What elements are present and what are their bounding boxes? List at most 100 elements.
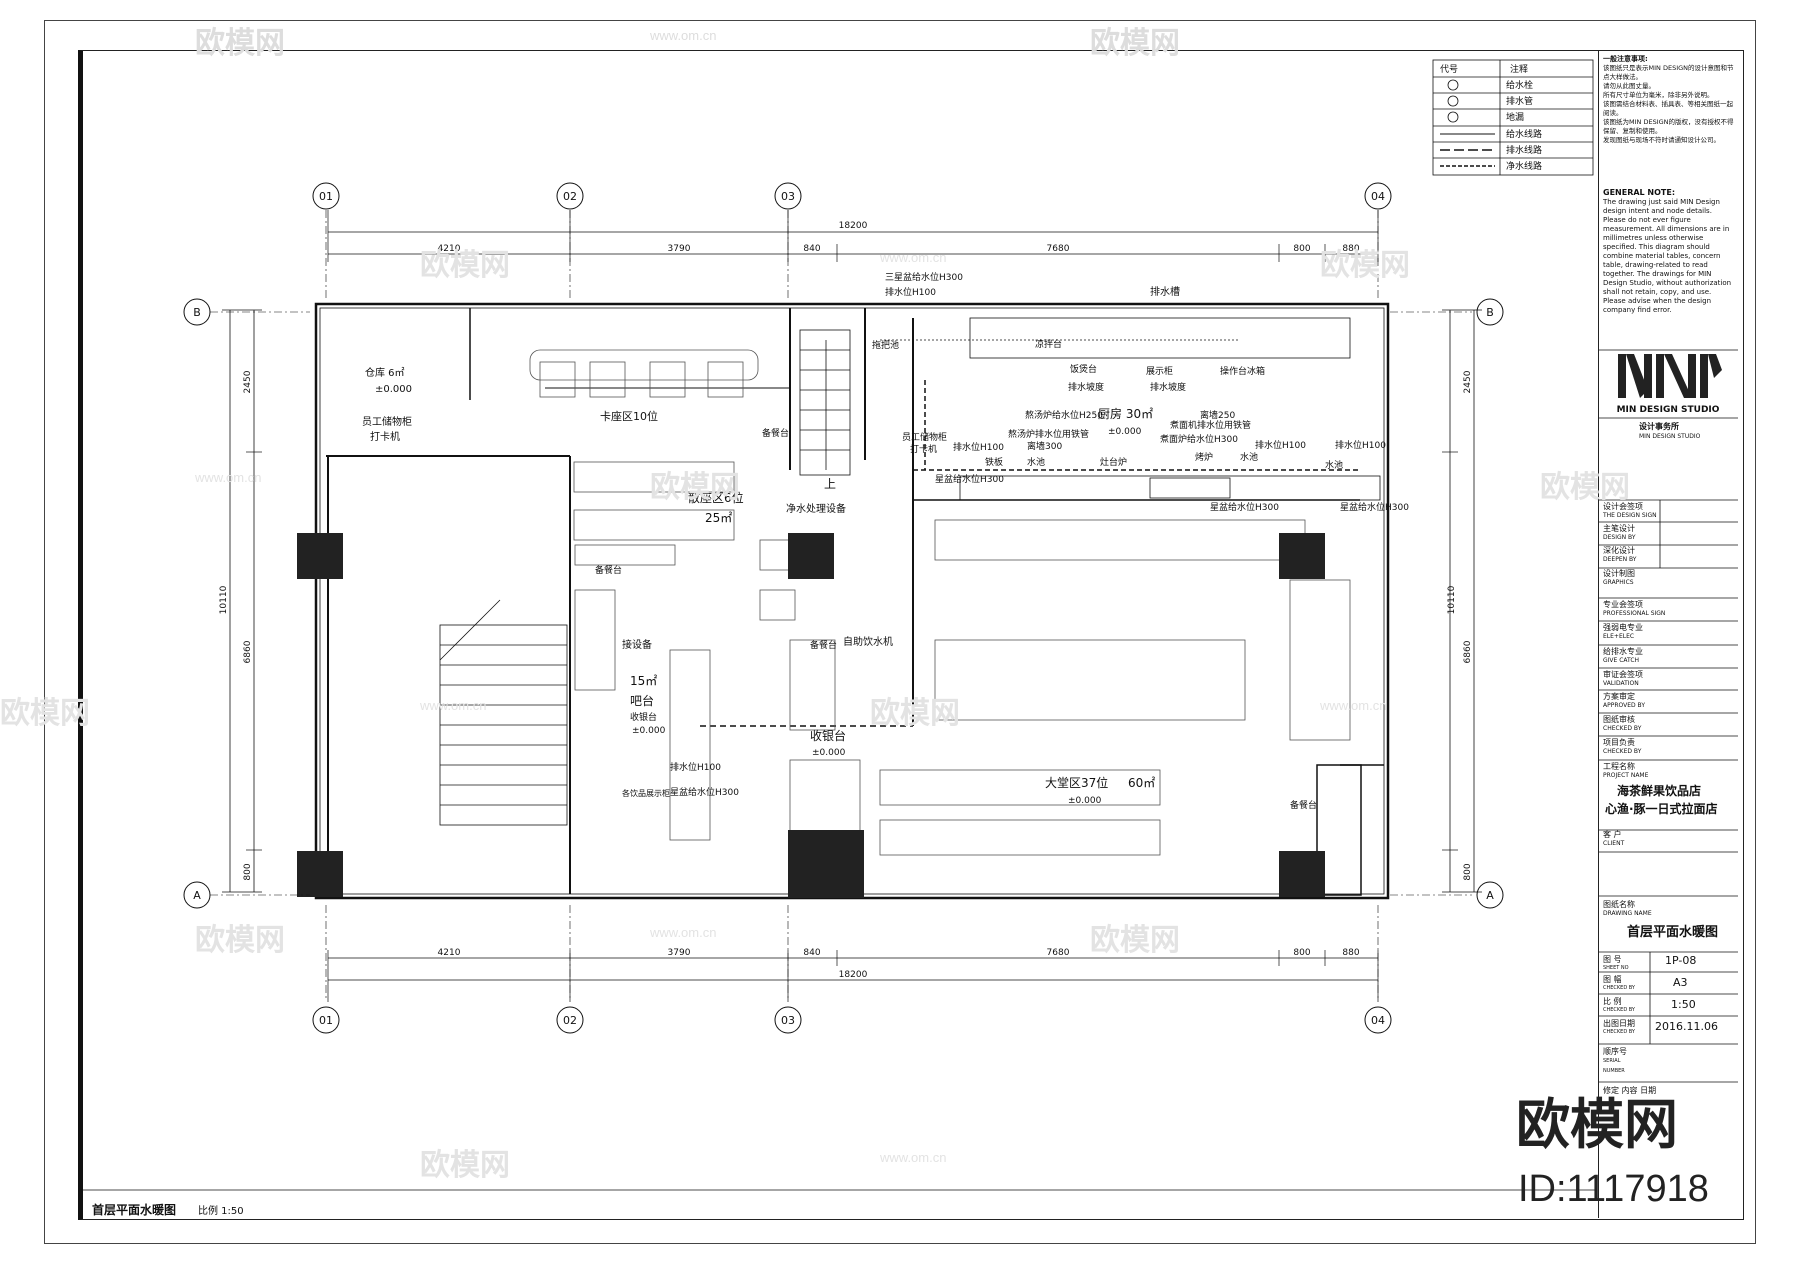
watermark-tile: www.om.cn [1320, 698, 1387, 713]
room-label: 三星盆给水位H300 [885, 271, 963, 283]
axis-label: 01 [319, 190, 333, 203]
axis-label: 03 [781, 190, 795, 203]
room-label: 排水位H100 [885, 286, 936, 298]
project-name-2: 心渔·豚一日式拉面店 [1605, 802, 1718, 816]
room-label: 打卡机 [370, 430, 400, 443]
legend-row: 排水管 [1506, 95, 1533, 107]
watermark-tile: 欧模网 [0, 697, 90, 730]
room-label: 排水坡度 [1068, 381, 1104, 393]
sheet-no-label-en: SHEET NO [1603, 965, 1629, 971]
room-label: 饭煲台 [1070, 363, 1097, 375]
building-outline [314, 302, 1390, 900]
drawing-name: 首层平面水暖图 [1627, 925, 1719, 940]
issue-date: 2016.11.06 [1655, 1020, 1718, 1033]
column [788, 830, 864, 898]
watermark-tile: 欧模网 [195, 924, 285, 957]
room-label: 水池 [1325, 459, 1343, 471]
watermark-tile: 欧模网 [1090, 27, 1180, 60]
room-label: 铁板 [985, 456, 1003, 468]
room-label: 离墙300 [1027, 440, 1062, 452]
legend-head-code: 代号 [1440, 64, 1458, 75]
watermark-tile: www.om.cn [420, 698, 487, 713]
watermark-tile: 欧模网 [420, 1149, 510, 1182]
axis-label: A [193, 889, 201, 902]
column [297, 533, 343, 579]
dim-total: 18200 [839, 970, 868, 980]
room-label: 备餐台 [1290, 799, 1317, 811]
room-label: 操作台冰箱 [1220, 365, 1265, 377]
scale-label-en: CHECKED BY [1603, 1007, 1635, 1013]
room-label: 备餐台 [810, 639, 837, 651]
room-level: ±0.000 [632, 726, 666, 736]
room-level: ±0.000 [1108, 427, 1142, 437]
dim: 800 [1293, 948, 1310, 958]
legend-row: 地漏 [1506, 111, 1524, 123]
room-label: 熬汤炉给水位H250 [1025, 409, 1103, 421]
room-label: 大堂区37位 [1045, 775, 1108, 790]
firm-logo [1618, 354, 1722, 398]
room-label: 排水槽 [1150, 285, 1180, 298]
watermark-tile: 欧模网 [1320, 249, 1410, 282]
axis-label: A [1486, 889, 1494, 902]
firm-name-cn: 设计事务所 [1639, 422, 1679, 431]
scale-value: 1:50 [1671, 998, 1696, 1011]
graphics: 设计制图 [1603, 569, 1635, 578]
validation-en: VALIDATION [1603, 680, 1639, 687]
room-label: 净水处理设备 [786, 502, 846, 515]
watermark-tile: www.om.cn [650, 925, 717, 940]
room-label: 煮面炉给水位H300 [1160, 433, 1238, 445]
sheet-no: 1P-08 [1665, 954, 1697, 967]
dim-total: 18200 [839, 221, 868, 231]
notes-en: The drawing just said MIN Design design … [1603, 198, 1732, 314]
dim: 10110 [219, 585, 229, 614]
dim: 2450 [243, 370, 253, 393]
room-label: 员工储物柜 [902, 431, 947, 443]
room-label: 厨房 30㎡ [1098, 406, 1153, 421]
legend-row: 排水线路 [1506, 144, 1542, 156]
project-name-1: 海茶鲜果饮品店 [1617, 784, 1702, 798]
room-label: 排水位H100 [1255, 439, 1306, 451]
watermark-tile: www.om.cn [195, 470, 262, 485]
room-label: 员工储物柜 [362, 415, 412, 428]
room-label: 星盆给水位H300 [1340, 501, 1409, 513]
project-lead: 项目负责 [1603, 738, 1635, 747]
watermark-tile: 欧模网 [1090, 924, 1180, 957]
serial-label-en: SERIAL NUMBER [1603, 1058, 1625, 1074]
pro-sign-en: PROFESSIONAL SIGN [1603, 610, 1666, 617]
room-label: 水池 [1027, 456, 1045, 468]
column [1279, 851, 1325, 897]
axis-label: 01 [319, 1014, 333, 1027]
legend-row: 净水线路 [1506, 160, 1542, 172]
drawing-name-label: 图纸名称 [1603, 900, 1635, 909]
watermark-tile: www.om.cn [880, 1150, 947, 1165]
axis-label: 04 [1371, 190, 1385, 203]
room-level: ±0.000 [812, 748, 846, 758]
room-label: 自助饮水机 [843, 635, 893, 648]
watermark-brand: 欧模网 [1516, 1095, 1678, 1155]
checked-en: CHECKED BY [1603, 725, 1642, 732]
column [788, 533, 834, 579]
validation: 审证会签项 [1603, 670, 1643, 679]
watermark-tile: 欧模网 [195, 27, 285, 60]
watermark-tile: 欧模网 [1540, 471, 1630, 504]
room-label: 备餐台 [762, 427, 789, 439]
dim: 3790 [668, 948, 691, 958]
room-label: 拖把池 [872, 339, 899, 351]
drawing-name-label-en: DRAWING NAME [1603, 910, 1652, 917]
room-label: 展示柜 [1146, 365, 1173, 377]
client-label-en: CLIENT [1603, 840, 1625, 847]
dim: 3790 [668, 244, 691, 254]
approved: 方案审定 [1603, 692, 1635, 701]
room-label: 排水位H100 [1335, 439, 1386, 451]
room-label: 接设备 [622, 638, 652, 651]
legend-row: 给水栓 [1506, 79, 1533, 91]
dim: 840 [803, 244, 820, 254]
size-label: 图 幅 [1603, 975, 1622, 984]
axis-label: 04 [1371, 1014, 1385, 1027]
drawing-frame [78, 50, 1744, 1220]
room-label: 水池 [1240, 451, 1258, 463]
approved-en: APPROVED BY [1603, 702, 1646, 709]
room-label: 星盆给水位H300 [670, 786, 739, 798]
watermark-id: ID:1117918 [1518, 1168, 1709, 1210]
